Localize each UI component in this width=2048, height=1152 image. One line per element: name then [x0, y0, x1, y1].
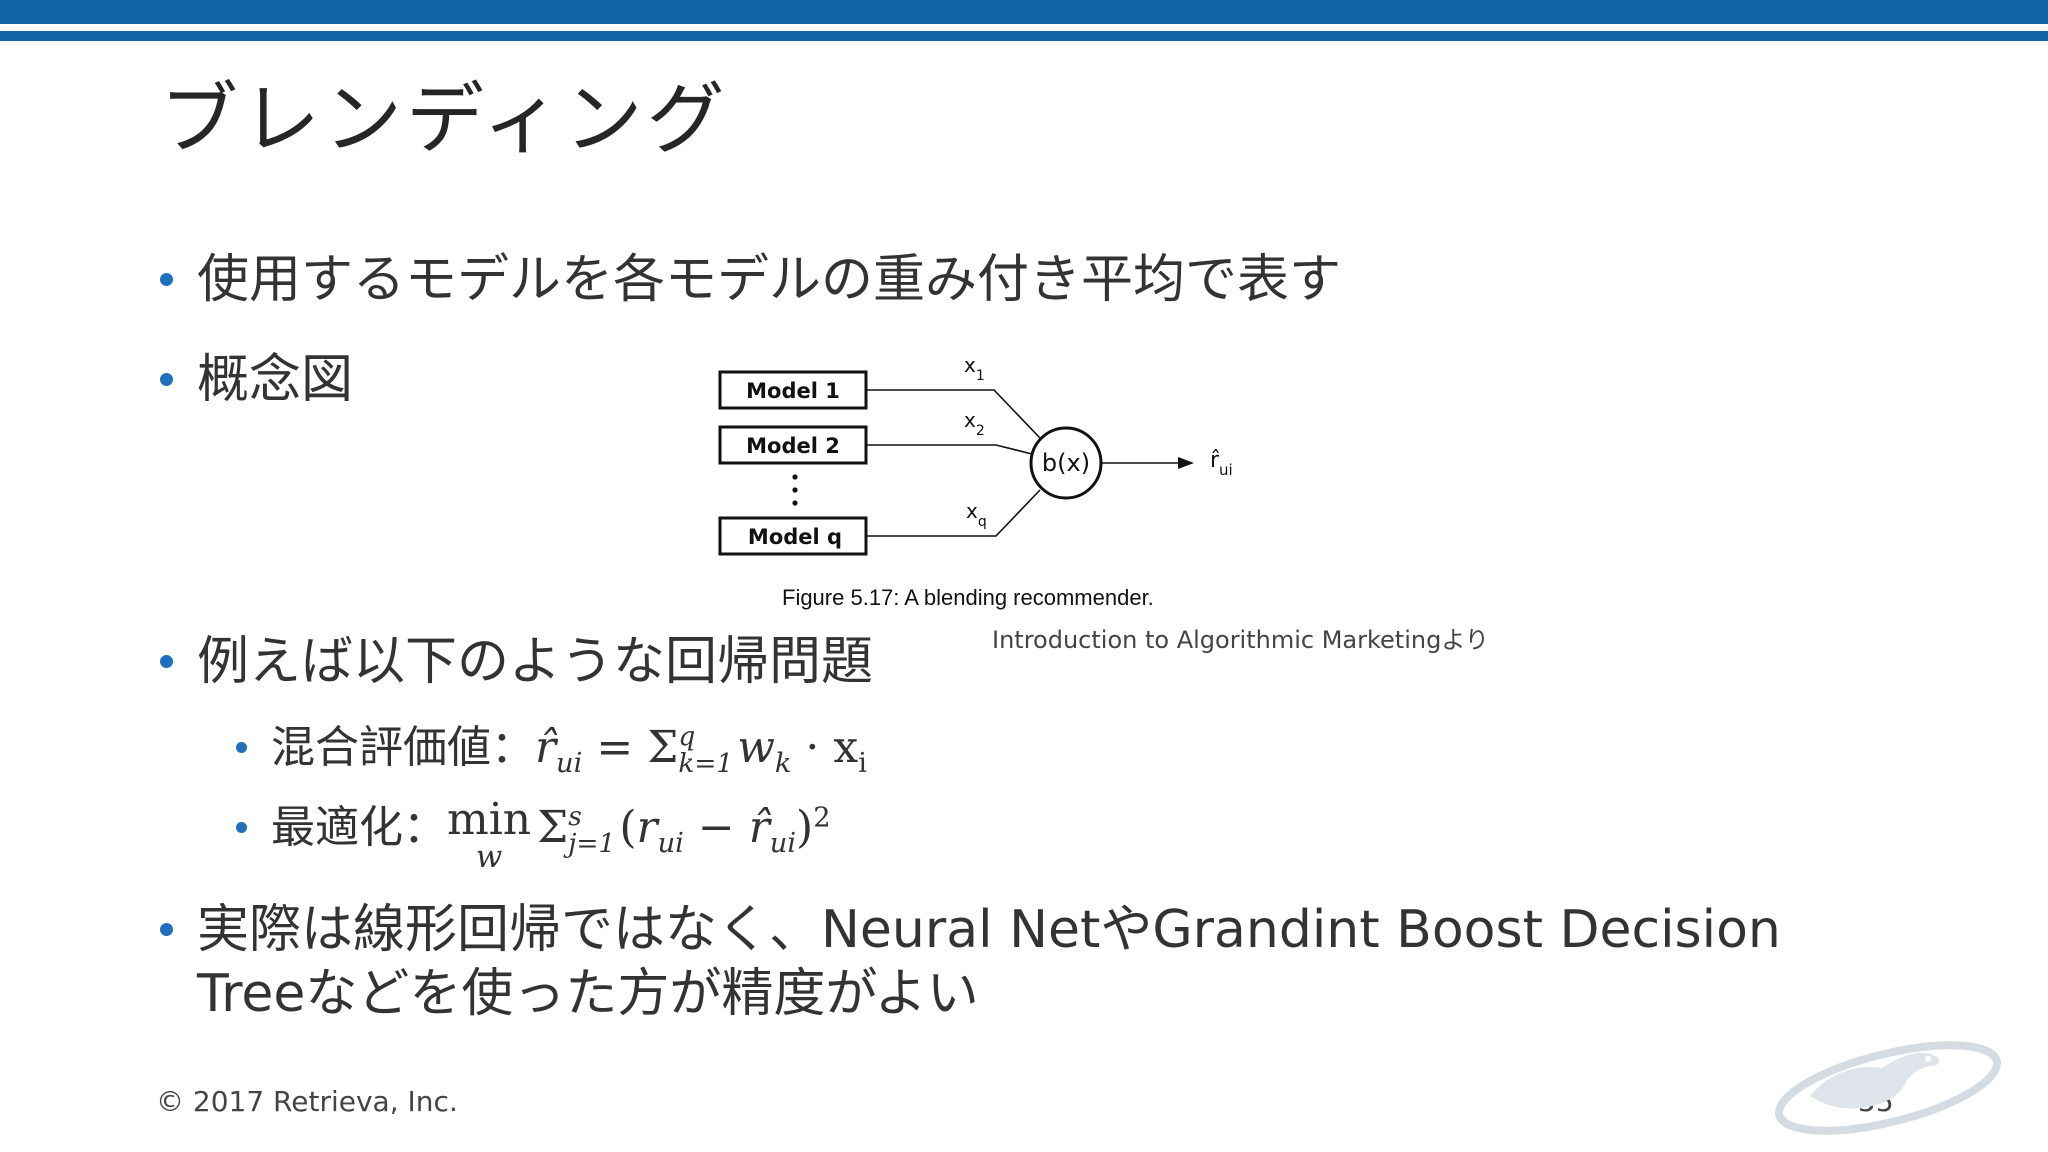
input-label-1: x1: [964, 353, 985, 384]
bullet-4: 実際は線形回帰ではなく、Neural NetやGrandint Boost De…: [160, 898, 1781, 1026]
header-band-top: [0, 0, 2048, 24]
ellipsis-dot: [792, 487, 798, 493]
bullet-4-text: 実際は線形回帰ではなく、Neural NetやGrandint Boost De…: [197, 898, 1781, 1026]
bullet-dot: [160, 373, 173, 386]
bullet-dot: [236, 742, 247, 753]
model-1-label: Model 1: [746, 379, 840, 403]
bullet-dot: [236, 822, 247, 833]
model-q-box: [718, 516, 868, 556]
edge-model-2: [866, 444, 1033, 455]
edge-model-q: [866, 489, 1041, 537]
blending-diagram: Model 1 Model 2 Model q x1 x2 xq b(x) r̂…: [718, 353, 1233, 556]
bullet-3: 例えば以下のような回帰問題: [160, 630, 873, 694]
slide-title: ブレンディング: [160, 75, 729, 165]
mixed-rating-label: 混合評価値：: [271, 722, 535, 773]
optimization-label: 最適化：: [271, 802, 447, 853]
ellipsis-dot: [792, 474, 798, 480]
header-band-bottom: [0, 31, 2048, 41]
input-label-q: xq: [966, 499, 987, 530]
input-label-2: x2: [964, 408, 985, 439]
output-arrowhead: [1178, 457, 1194, 469]
bullet-1: 使用するモデルを各モデルの重み付き平均で表す: [160, 248, 1341, 312]
bullet-dot: [160, 273, 173, 286]
figure-source: Introduction to Algorithmic Marketingより: [992, 626, 1489, 654]
bullet-2: 概念図: [160, 348, 353, 412]
retrieva-logo-icon: [1775, 1041, 2001, 1135]
bullet-4-line-2: Treeなどを使った方が精度がよい: [197, 964, 979, 1024]
bullet-2-text: 概念図: [197, 350, 354, 410]
model-1-box: [718, 370, 868, 410]
figure-caption: Figure 5.17: A blending recommender.: [782, 585, 1154, 610]
model-q-label: Model q: [748, 525, 842, 549]
blending-node-label: b(x): [1042, 449, 1090, 477]
bullet-dot: [160, 923, 173, 936]
ellipsis-dot: [792, 500, 798, 506]
model-2-box: [718, 425, 868, 465]
bullet-4-line-1: 実際は線形回帰ではなく、Neural NetやGrandint Boost De…: [197, 900, 1781, 960]
bullet-3-text: 例えば以下のような回帰問題: [197, 632, 874, 692]
bullet-dot: [160, 655, 173, 668]
edge-model-1: [866, 389, 1041, 439]
copyright: © 2017 Retrieva, Inc.: [156, 1085, 458, 1118]
output-label: r̂ui: [1210, 448, 1233, 479]
bullet-1-text: 使用するモデルを各モデルの重み付き平均で表す: [197, 250, 1342, 310]
model-2-label: Model 2: [746, 434, 840, 458]
